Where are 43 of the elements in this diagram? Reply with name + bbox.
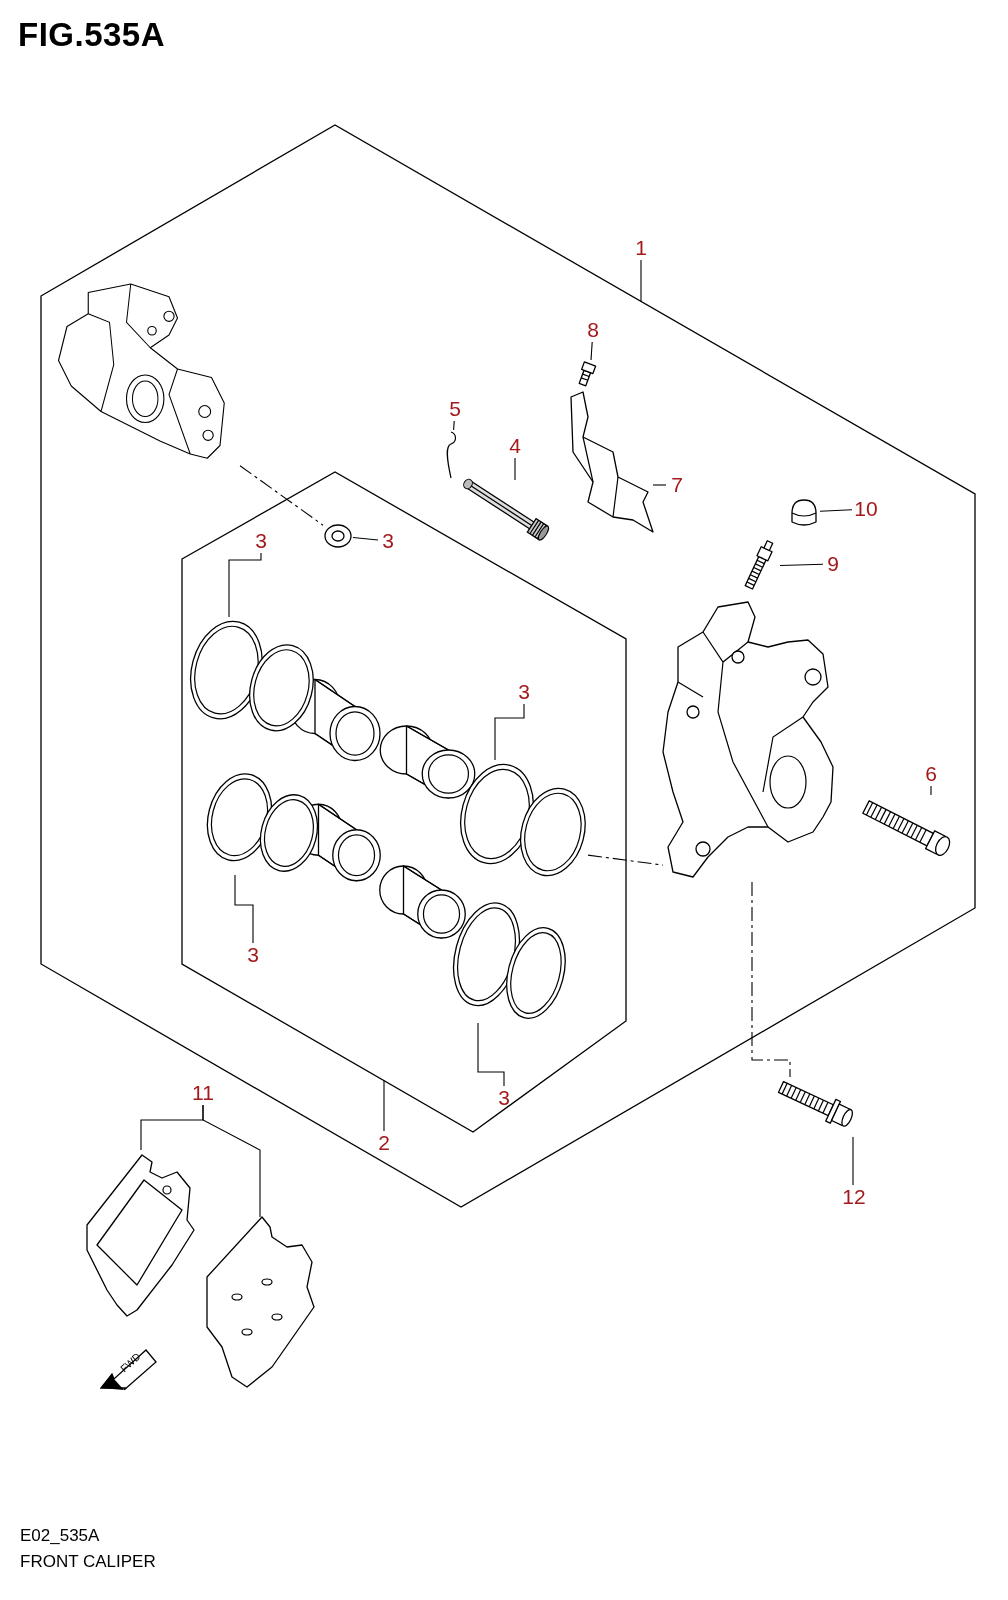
leader-line	[228, 552, 262, 618]
callout-number: 11	[189, 1081, 217, 1105]
leader-line	[819, 509, 853, 512]
leader-line	[779, 563, 824, 567]
leader-line	[640, 259, 642, 302]
leader-line	[202, 1104, 261, 1218]
leader-line	[930, 785, 932, 796]
callout-number: 7	[666, 473, 688, 497]
callout-number: 3	[378, 529, 398, 553]
callout-number: 10	[852, 497, 880, 521]
callout-number: 3	[514, 680, 534, 704]
leader-line	[352, 536, 379, 541]
assembly-outline	[182, 472, 626, 1132]
callout-number: 8	[583, 318, 603, 342]
center-line	[751, 881, 791, 1078]
leader-line	[453, 420, 455, 431]
washer-drawing	[323, 522, 353, 550]
figure-title: FIG.535A	[18, 16, 166, 54]
leader-line	[383, 1080, 385, 1132]
leader-line	[590, 341, 593, 361]
center-line	[587, 854, 664, 866]
callout-number: 9	[823, 552, 843, 576]
leader-line	[852, 1136, 854, 1186]
callout-number: 3	[494, 1086, 514, 1110]
assembly-outline	[41, 125, 975, 1207]
callout-number: 2	[373, 1131, 395, 1155]
leader-line	[514, 457, 516, 481]
cap-drawing	[788, 497, 820, 529]
figure-caption: FRONT CALIPER	[20, 1552, 156, 1572]
leader-line	[234, 874, 254, 944]
leader-line	[652, 484, 667, 486]
leader-line	[477, 1022, 505, 1087]
callout-number: 3	[243, 943, 263, 967]
callout-number: 12	[840, 1185, 868, 1209]
callout-number: 5	[445, 397, 465, 421]
leader-line	[494, 703, 525, 761]
seal-ring-drawing	[205, 770, 320, 875]
callout-number: 3	[251, 529, 271, 553]
callout-number: 1	[630, 236, 652, 260]
drawing-code: E02_535A	[20, 1526, 100, 1546]
callout-number: 6	[921, 762, 941, 786]
center-line	[239, 465, 324, 526]
callout-number: 4	[505, 434, 525, 458]
